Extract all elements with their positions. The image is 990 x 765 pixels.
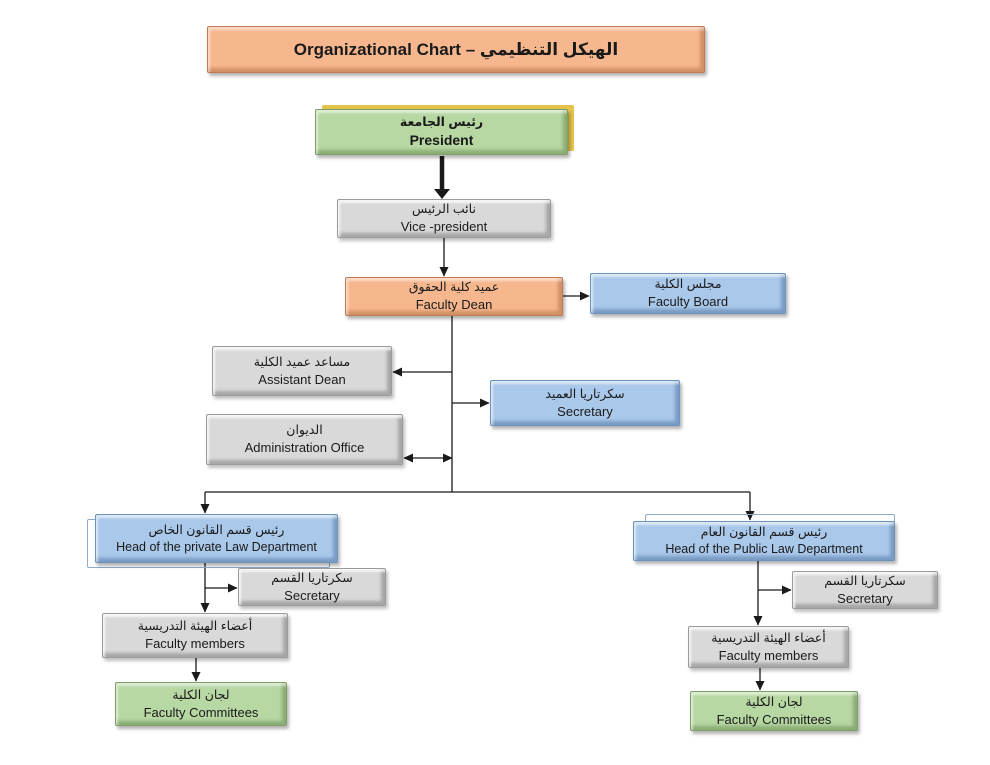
node-assistant-dean: مساعد عميد الكلية Assistant Dean [212, 346, 392, 396]
node-private-law-head-label-ar: رئيس قسم القانون الخاص [148, 522, 285, 537]
node-assistant-dean-label-ar: مساعد عميد الكلية [253, 354, 351, 369]
node-private-law-head-label-en: Head of the private Law Department [116, 539, 317, 554]
node-public-faculty-members-label-en: Faculty members [718, 647, 819, 663]
node-president-label-ar: رئيس الجامعة [399, 115, 484, 130]
node-faculty-board: مجلس الكلية Faculty Board [590, 273, 786, 314]
node-private-faculty-committees-label-en: Faculty Committees [143, 704, 259, 720]
node-private-faculty-committees-label-ar: لجان الكلية [172, 687, 230, 702]
node-private-law-head: رئيس قسم القانون الخاص Head of the priva… [95, 514, 338, 563]
chart-title: Organizational Chart – الهيكل التنظيمي [207, 26, 705, 73]
node-private-secretary-label-en: Secretary [284, 587, 340, 603]
node-faculty-dean-label-ar: عميد كلية الحقوق [408, 280, 500, 295]
node-faculty-dean-label-en: Faculty Dean [415, 297, 493, 313]
node-administration-office: الديوان Administration Office [206, 414, 403, 465]
node-administration-office-label-en: Administration Office [244, 440, 365, 456]
node-public-faculty-members-label-ar: أعضاء الهيئة التدريسية [711, 630, 826, 645]
node-president-label-en: President [409, 131, 474, 148]
thick-arrowhead [434, 189, 450, 199]
node-public-secretary-label-en: Secretary [837, 590, 893, 606]
node-public-law-head-label-en: Head of the Public Law Department [665, 542, 863, 556]
node-public-faculty-committees-label-ar: لجان الكلية [745, 694, 803, 709]
node-public-secretary: سكرتاريا القسم Secretary [792, 571, 938, 609]
node-assistant-dean-label-en: Assistant Dean [258, 371, 346, 387]
node-vice-president-label-en: Vice -president [400, 219, 488, 235]
node-faculty-board-label-en: Faculty Board [647, 294, 729, 310]
node-private-faculty-members-label-ar: أعضاء الهيئة التدريسية [137, 619, 253, 634]
node-public-faculty-members: أعضاء الهيئة التدريسية Faculty members [688, 626, 849, 668]
node-public-faculty-committees: لجان الكلية Faculty Committees [690, 691, 858, 731]
node-dean-secretary: سكرتاريا العميد Secretary [490, 380, 680, 426]
node-faculty-dean: عميد كلية الحقوق Faculty Dean [345, 277, 563, 316]
node-faculty-board-label-ar: مجلس الكلية [654, 277, 722, 292]
node-dean-secretary-label-ar: سكرتاريا العميد [545, 386, 625, 401]
node-public-law-head: رئيس قسم القانون العام Head of the Publi… [633, 521, 895, 561]
node-public-law-head-label-ar: رئيس قسم القانون العام [700, 525, 828, 540]
node-private-secretary-label-ar: سكرتاريا القسم [271, 570, 353, 585]
node-president: رئيس الجامعة President [315, 109, 568, 155]
node-private-faculty-members: أعضاء الهيئة التدريسية Faculty members [102, 613, 288, 658]
node-public-faculty-committees-label-en: Faculty Committees [716, 711, 832, 727]
node-private-faculty-committees: لجان الكلية Faculty Committees [115, 682, 287, 726]
node-private-secretary: سكرتاريا القسم Secretary [238, 568, 386, 606]
node-public-secretary-label-ar: سكرتاريا القسم [824, 573, 906, 588]
node-dean-secretary-label-en: Secretary [557, 403, 613, 419]
node-vice-president: نائب الرئيس Vice -president [337, 199, 551, 238]
node-administration-office-label-ar: الديوان [286, 423, 323, 438]
node-vice-president-label-ar: نائب الرئيس [412, 202, 476, 217]
node-private-faculty-members-label-en: Faculty members [145, 636, 245, 652]
